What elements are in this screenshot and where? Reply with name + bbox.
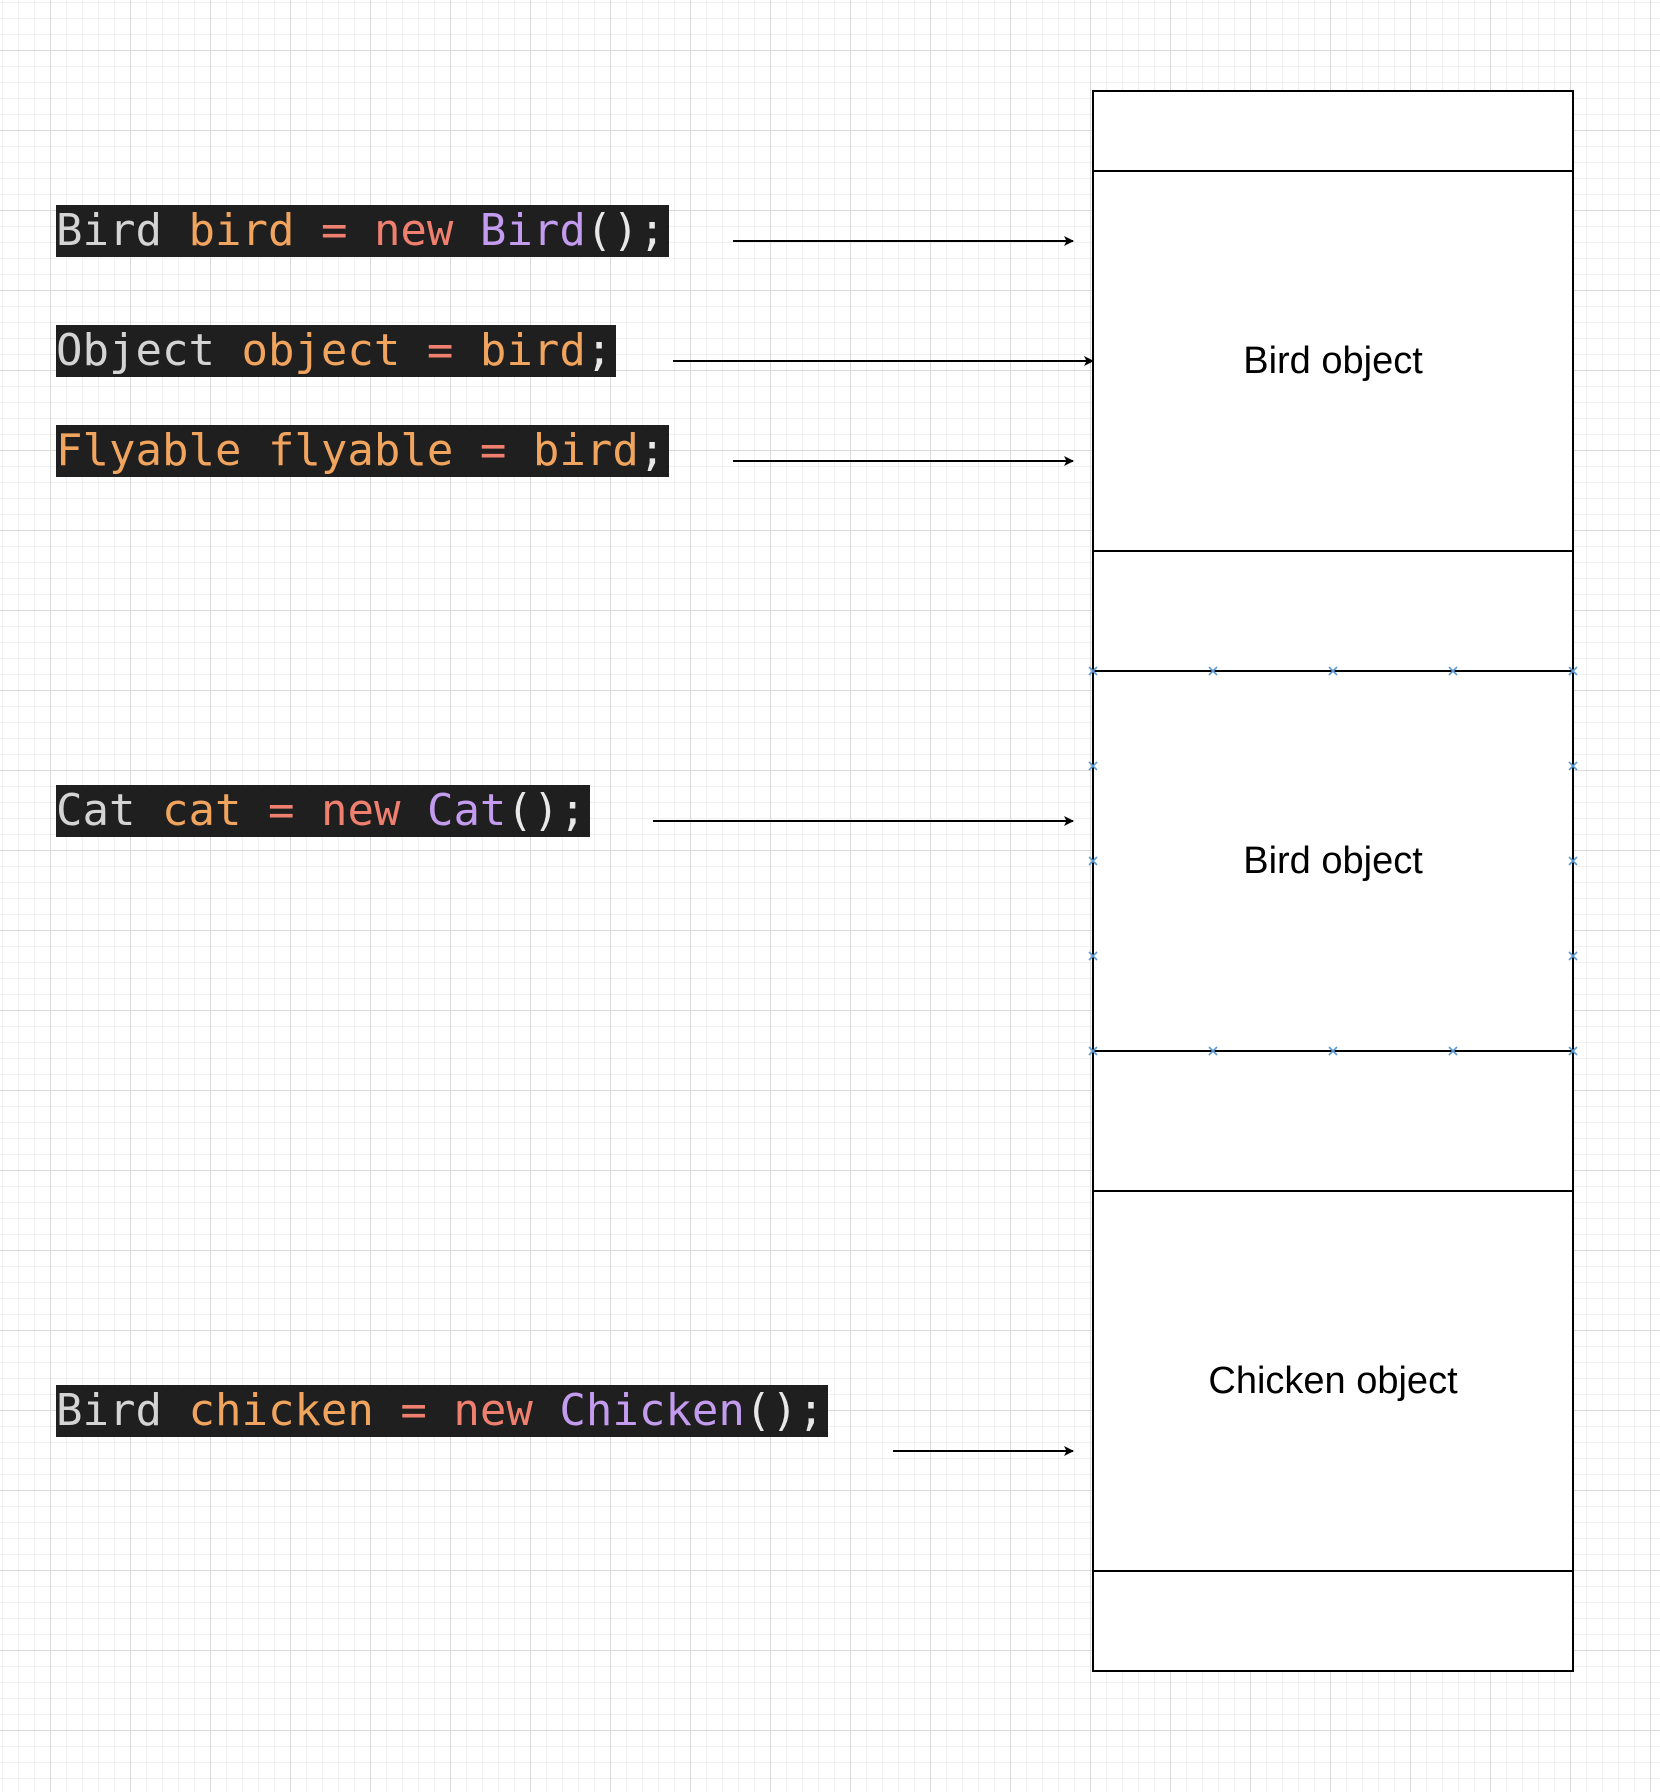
code-token: Cat: [56, 785, 136, 836]
code-line-object[interactable]: Object object = bird;: [56, 325, 617, 377]
code-token: [162, 205, 189, 256]
code-token: [400, 785, 427, 836]
code-token: ();: [744, 1385, 825, 1436]
memory-cell-bird-object-2[interactable]: Bird object: [1243, 840, 1423, 882]
code-token: [294, 205, 321, 256]
selection-handle-marker[interactable]: [1568, 951, 1578, 961]
code-token: Chicken: [559, 1385, 745, 1436]
code-token: =: [267, 785, 295, 836]
selection-handle-marker[interactable]: [1088, 856, 1098, 866]
code-token: [427, 1385, 454, 1436]
code-line-cat[interactable]: Cat cat = new Cat();: [56, 785, 590, 837]
code-token: Bird: [56, 205, 162, 256]
code-token: ();: [585, 205, 666, 256]
selection-handle-marker[interactable]: [1568, 856, 1578, 866]
code-token: bird: [188, 205, 295, 256]
code-token: =: [400, 1385, 427, 1436]
code-token: [453, 325, 480, 376]
code-token: [533, 1385, 560, 1436]
code-line-chicken[interactable]: Bird chicken = new Chicken();: [56, 1385, 829, 1437]
selection-handle-marker[interactable]: [1328, 666, 1338, 676]
code-token: =: [479, 425, 507, 476]
selection-handle-marker[interactable]: [1208, 666, 1218, 676]
code-token: Bird: [479, 205, 586, 256]
code-token: [453, 425, 480, 476]
selection-handle-marker[interactable]: [1328, 1046, 1338, 1056]
selection-handle-marker[interactable]: [1088, 1046, 1098, 1056]
selection-handle-marker[interactable]: [1088, 951, 1098, 961]
code-token: new: [373, 205, 454, 256]
code-token: =: [426, 325, 454, 376]
selection-handles[interactable]: [1088, 666, 1578, 1056]
code-token: new: [453, 1385, 533, 1436]
code-token: [241, 425, 268, 476]
code-token: Cat: [426, 785, 507, 836]
selection-handle-marker[interactable]: [1568, 1046, 1578, 1056]
code-token: [162, 1385, 189, 1436]
code-token: [400, 325, 427, 376]
code-token: Flyable: [56, 425, 242, 476]
code-token: [347, 205, 374, 256]
code-token: [135, 785, 162, 836]
code-line-flyable[interactable]: Flyable flyable = bird;: [56, 425, 670, 477]
code-token: object: [241, 325, 401, 376]
code-token: flyable: [267, 425, 454, 476]
code-token: [506, 425, 533, 476]
code-token: new: [320, 785, 401, 836]
selection-handle-marker[interactable]: [1568, 761, 1578, 771]
memory-column: [1092, 90, 1574, 1672]
selection-handle-marker[interactable]: [1088, 761, 1098, 771]
code-token: [453, 205, 480, 256]
code-token: chicken: [188, 1385, 374, 1436]
code-token: [241, 785, 268, 836]
code-line-bird[interactable]: Bird bird = new Bird();: [56, 205, 670, 257]
code-token: ;: [585, 325, 613, 376]
code-token: bird: [479, 325, 586, 376]
memory-cell-chicken-object[interactable]: Chicken object: [1208, 1360, 1458, 1402]
code-token: [215, 325, 242, 376]
selection-handle-marker[interactable]: [1448, 1046, 1458, 1056]
code-token: Bird: [56, 1385, 162, 1436]
code-token: cat: [161, 785, 242, 836]
code-token: ;: [638, 425, 666, 476]
code-token: Object: [56, 325, 215, 376]
memory-cell-bird-object-1[interactable]: Bird object: [1243, 340, 1423, 382]
selection-handle-marker[interactable]: [1088, 666, 1098, 676]
code-token: =: [320, 205, 348, 256]
selection-handle-marker[interactable]: [1568, 666, 1578, 676]
code-token: bird: [532, 425, 639, 476]
code-token: [294, 785, 321, 836]
code-token: ();: [506, 785, 586, 836]
selection-handle-marker[interactable]: [1448, 666, 1458, 676]
code-token: [374, 1385, 401, 1436]
selection-handle-marker[interactable]: [1208, 1046, 1218, 1056]
